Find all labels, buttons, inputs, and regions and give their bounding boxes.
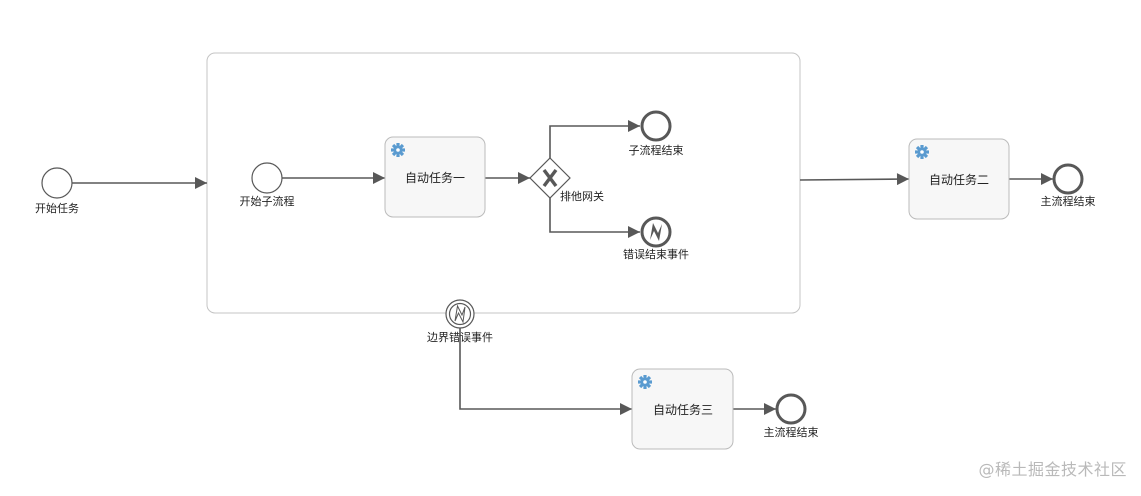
- task-3[interactable]: 自动任务三: [631, 368, 734, 450]
- main-end-event-2[interactable]: [775, 393, 807, 425]
- subprocess-start-event-label: 开始子流程: [240, 194, 295, 208]
- boundary-error-event[interactable]: [445, 299, 475, 329]
- gear-icon: [638, 375, 652, 389]
- subprocess-start-event[interactable]: [251, 162, 283, 194]
- lightning-icon: [650, 223, 662, 241]
- flow-gateway-to-errorend[interactable]: [549, 198, 640, 238]
- main-end-event-1-label: 主流程结束: [1041, 194, 1096, 208]
- task-3-label: 自动任务三: [653, 402, 713, 417]
- gear-icon: [391, 143, 405, 157]
- flow-subprocess-to-task2[interactable]: [799, 173, 910, 186]
- x-mark-icon: [542, 168, 558, 188]
- subprocess-container[interactable]: [206, 52, 801, 314]
- task-2[interactable]: 自动任务二: [908, 138, 1010, 220]
- error-end-event-label: 错误结束事件: [623, 247, 689, 261]
- exclusive-gateway[interactable]: [529, 157, 571, 199]
- lightning-icon: [454, 304, 466, 324]
- gateway-label: 排他网关: [560, 189, 604, 203]
- start-event-label: 开始任务: [35, 201, 79, 215]
- main-end-event-1[interactable]: [1052, 163, 1084, 195]
- boundary-error-event-label: 边界错误事件: [427, 330, 493, 344]
- task-2-label: 自动任务二: [929, 172, 989, 187]
- flow-boundary-to-task3[interactable]: [459, 328, 632, 415]
- error-end-event[interactable]: [640, 216, 672, 248]
- task-1-label: 自动任务一: [405, 170, 465, 185]
- main-end-event-2-label: 主流程结束: [764, 425, 819, 439]
- gear-icon: [915, 145, 929, 159]
- watermark: @稀土掘金技术社区: [978, 460, 1127, 479]
- task-1[interactable]: 自动任务一: [384, 136, 486, 218]
- subprocess-end-event-label: 子流程结束: [629, 143, 684, 157]
- start-event[interactable]: [41, 167, 73, 199]
- subprocess-end-event[interactable]: [640, 110, 672, 142]
- flow-gateway-to-subend[interactable]: [549, 120, 640, 158]
